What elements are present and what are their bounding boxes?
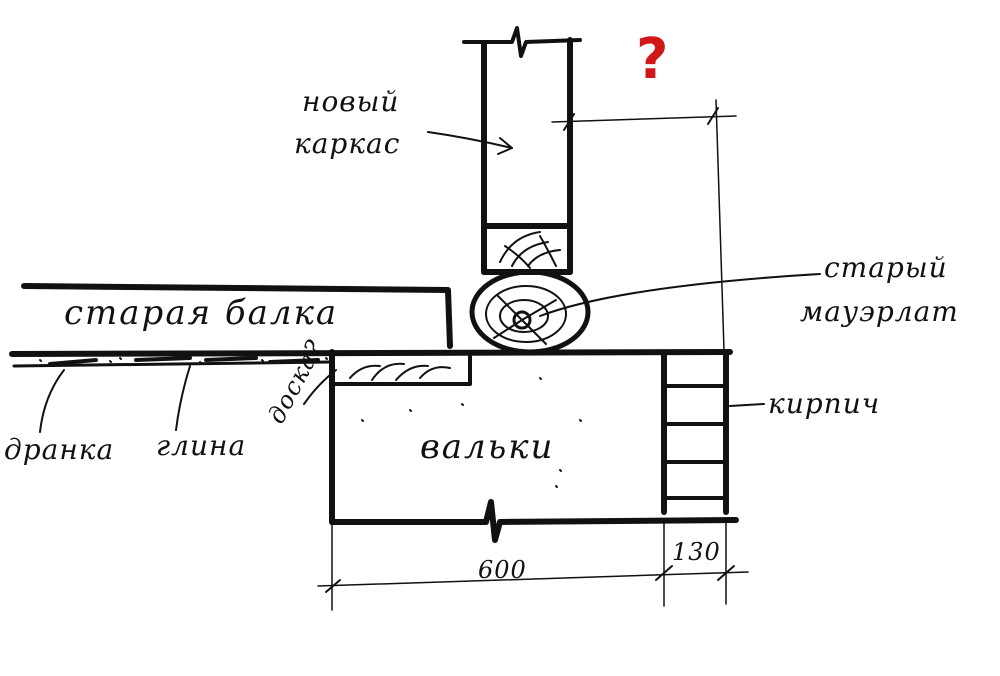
dimension-lines: [317, 99, 749, 611]
label-old-mauerlat-line1: старый: [824, 251, 948, 284]
label-shingle: дранка: [4, 433, 115, 466]
logs-wall: [329, 349, 739, 543]
new-frame-post: [462, 26, 582, 275]
floor-layer: [9, 349, 733, 368]
label-old-mauerlat-line2: мауэрлат: [800, 295, 959, 328]
old-beam: [21, 283, 453, 349]
label-old-beam: старая балка: [64, 293, 339, 333]
question-mark: ?: [636, 27, 669, 92]
brick-wall: [661, 351, 729, 515]
label-new-frame-line2: каркас: [294, 127, 401, 160]
label-brick: кирпич: [768, 387, 881, 420]
old-mauerlat-log: [469, 269, 591, 355]
dimension-brick-width: 130: [672, 538, 721, 566]
leader-lines: [39, 131, 821, 433]
dimension-logs-width: 600: [478, 556, 527, 584]
label-logs: вальки: [420, 427, 555, 467]
label-new-frame-line1: новый: [302, 85, 400, 118]
label-clay: глина: [156, 429, 247, 462]
